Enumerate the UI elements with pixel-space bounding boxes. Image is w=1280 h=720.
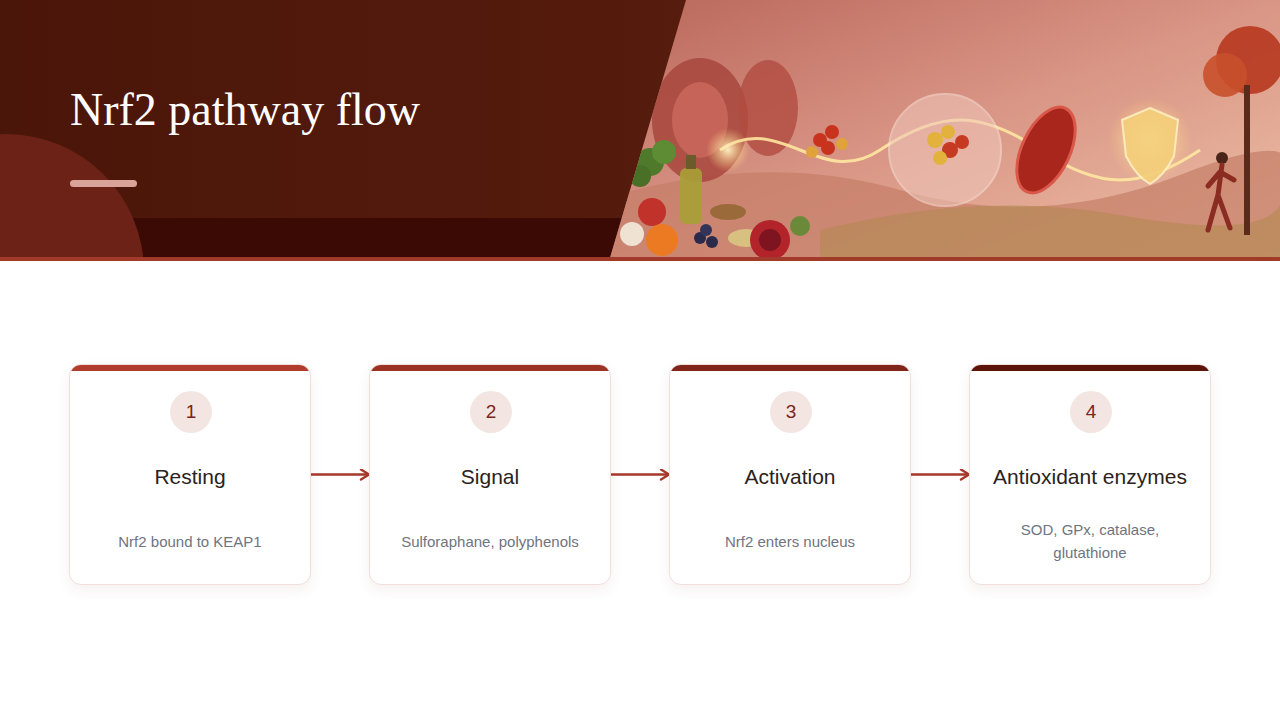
process-card: SignalSulforaphane, polyphenols 2: [369, 364, 611, 585]
nrf2-cluster: [927, 125, 969, 165]
step-heading: Signal: [379, 443, 601, 509]
step-number-badge: 4: [1070, 391, 1112, 433]
callout-number: 4: [1070, 391, 1112, 433]
runner: [1208, 152, 1234, 230]
badge-fill: [770, 391, 812, 433]
step-number-badge: 3: [770, 391, 812, 433]
step-heading: Antioxidant enzymes: [979, 443, 1201, 509]
step-description: Sulforaphane, polyphenols: [379, 515, 601, 567]
illustration: [600, 0, 1280, 260]
badge-fill: [1070, 391, 1112, 433]
step-description: SOD, GPx, catalase, glutathione: [979, 515, 1201, 567]
process-card: ActivationNrf2 enters nucleus 3: [669, 364, 911, 585]
badge-fill: [170, 391, 212, 433]
tree-trunk: [1244, 85, 1250, 235]
header-rule: [0, 257, 1280, 261]
shield: [1122, 108, 1178, 184]
food-group: [620, 140, 810, 260]
process-card: Antioxidant enzymesSOD, GPx, catalase, g…: [969, 364, 1211, 585]
step-description: Nrf2 enters nucleus: [679, 515, 901, 567]
tree-crown: [1203, 53, 1247, 97]
callout-number: 2: [470, 391, 512, 433]
badge-fill: [470, 391, 512, 433]
flow-arrow: [311, 473, 369, 475]
title-underline: [70, 180, 137, 187]
card-accent-bar: [670, 365, 910, 371]
callout-number: 1: [170, 391, 212, 433]
title-panel: [0, 0, 700, 262]
flow-arrow: [911, 473, 969, 475]
step-description: Nrf2 bound to KEAP1: [79, 515, 301, 567]
decor-arc: [0, 134, 144, 258]
step-number-badge: 1: [170, 391, 212, 433]
flow-arrow: [611, 473, 669, 475]
callout-number: 3: [770, 391, 812, 433]
step-number-badge: 2: [470, 391, 512, 433]
molecule-cluster: [806, 125, 848, 158]
card-accent-bar: [370, 365, 610, 371]
card-accent-bar: [70, 365, 310, 371]
page-title: Nrf2 pathway flow: [70, 82, 610, 138]
step-heading: Resting: [79, 443, 301, 509]
card-accent-bar: [970, 365, 1210, 371]
glow: [706, 128, 750, 172]
step-heading: Activation: [679, 443, 901, 509]
cell-nucleus: [889, 94, 1001, 206]
process-card: RestingNrf2 bound to KEAP1 1: [69, 364, 311, 585]
mitochondrion: [1005, 98, 1087, 202]
